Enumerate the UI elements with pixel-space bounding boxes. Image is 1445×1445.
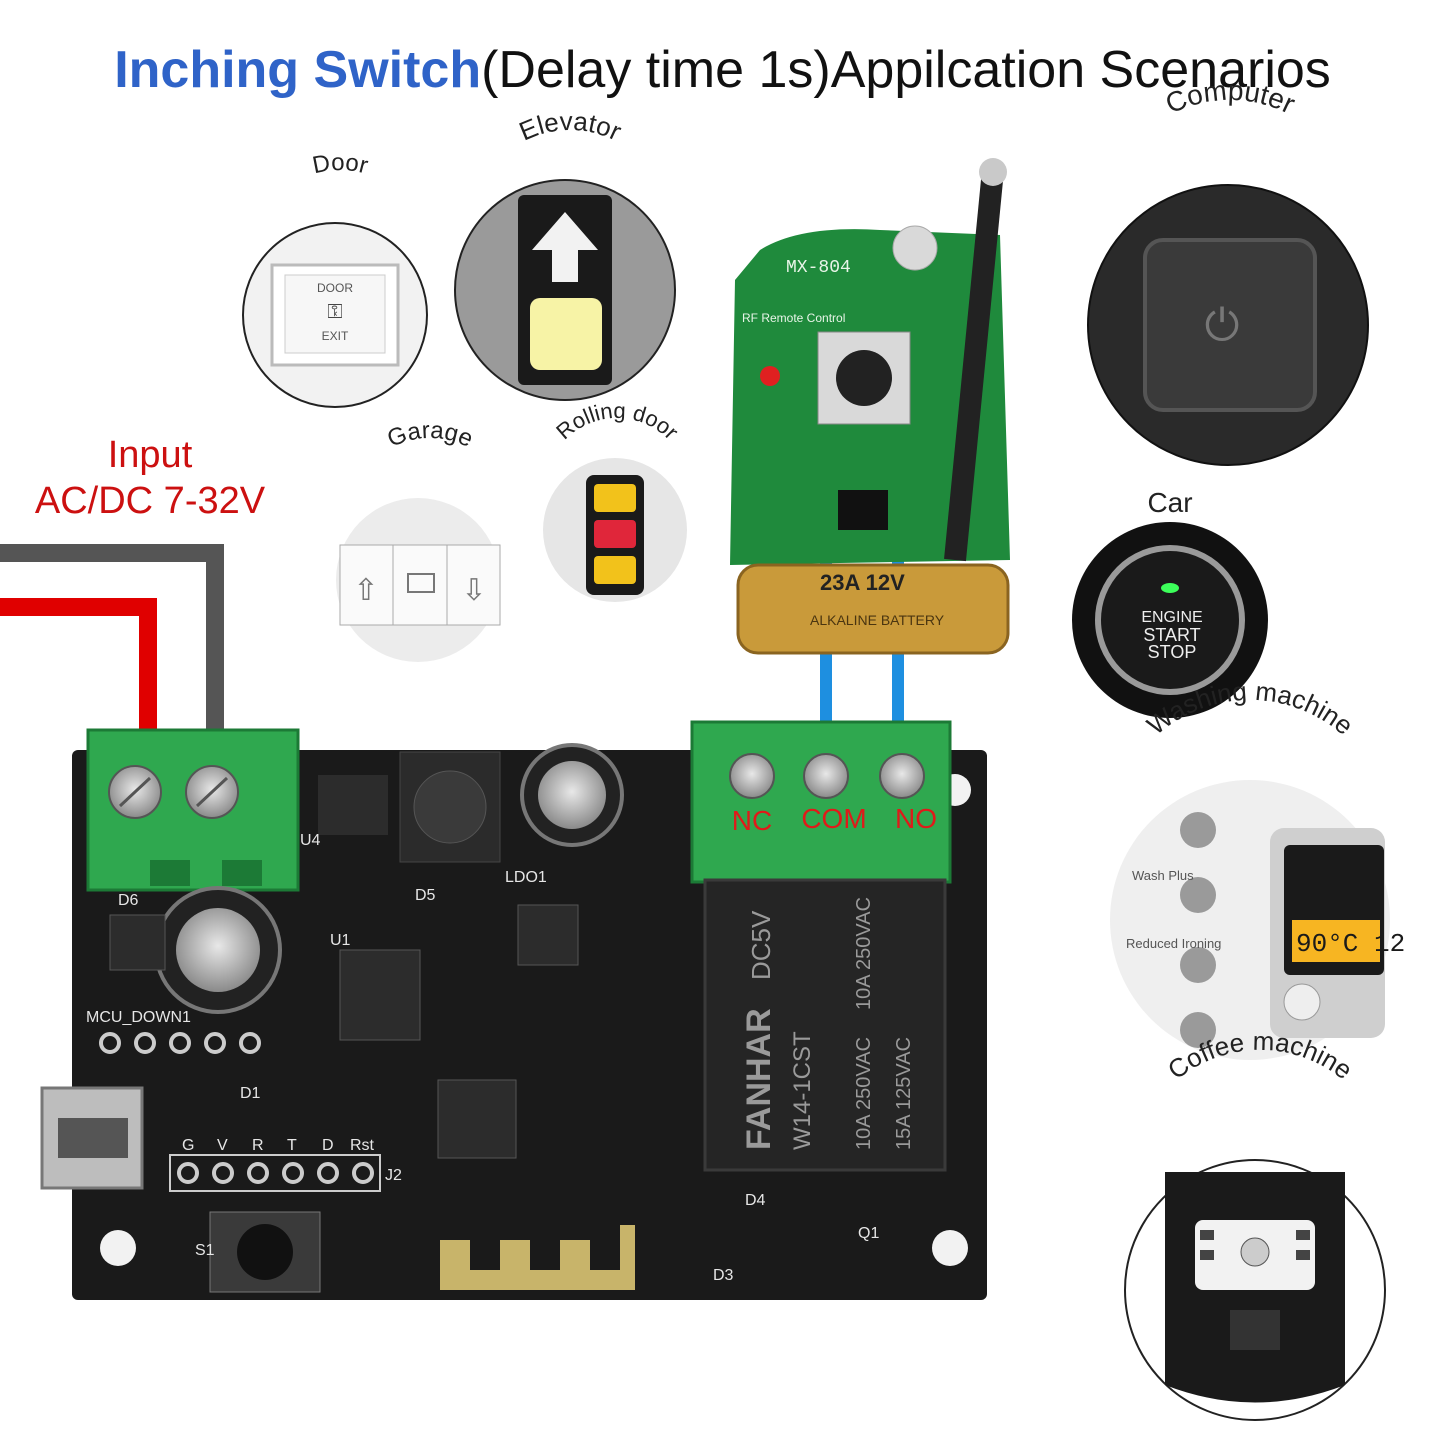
label-u4: U4 xyxy=(300,832,321,849)
pin-d: D xyxy=(322,1137,334,1154)
relay-terminal-block: NC COM NO xyxy=(690,720,952,884)
terminal-nc: NC xyxy=(732,805,772,836)
input-label: Input AC/DC 7-32V xyxy=(20,432,280,524)
label-d3: D3 xyxy=(713,1267,734,1284)
scenario-elevator: Elevator xyxy=(454,106,676,401)
label-rolling-door: Rolling door xyxy=(551,398,683,444)
relay-spec-2: 10A 250VAC xyxy=(853,897,875,1010)
j2-header xyxy=(169,1154,381,1192)
relay-component: FANHAR W14-1CST DC5V 10A 250VAC 10A 250V… xyxy=(703,878,947,1172)
red-wire xyxy=(0,598,157,740)
battery-type: ALKALINE BATTERY xyxy=(810,612,945,628)
svg-text:Computer: Computer xyxy=(1161,75,1300,120)
car-button-line2: START xyxy=(1143,625,1200,645)
label-u1: U1 xyxy=(330,932,351,949)
svg-text:Door: Door xyxy=(310,149,370,180)
ic-u1 xyxy=(339,949,421,1041)
mcu-header xyxy=(99,1032,261,1054)
door-plate-top: DOOR xyxy=(317,281,353,295)
relay-spec-1: 10A 250VAC xyxy=(853,1037,875,1150)
title-rest: (Delay time 1s)Appilcation Scenarios xyxy=(481,41,1331,99)
pin-rst: Rst xyxy=(350,1137,375,1154)
label-garage: Garage xyxy=(384,417,477,453)
car-button-line1: ENGINE xyxy=(1141,609,1202,626)
remote-antenna xyxy=(944,168,1004,562)
label-mcu-down: MCU_DOWN1 xyxy=(86,1009,191,1026)
scenario-car: Car ENGINE START STOP xyxy=(1072,487,1268,718)
wifi-chip xyxy=(437,1079,517,1159)
input-label-line2: AC/DC 7-32V xyxy=(34,480,266,522)
relay-rating: DC5V xyxy=(746,910,776,980)
key-icon: ⚿ xyxy=(327,301,342,323)
input-terminal-block xyxy=(86,728,300,892)
svg-text:Elevator: Elevator xyxy=(515,106,627,147)
ldo-chip xyxy=(517,904,579,966)
arrow-down-outline-icon: ⇩ xyxy=(461,574,486,607)
ic-u4 xyxy=(318,775,388,835)
arrow-up-icon xyxy=(532,212,598,282)
pin-r: R xyxy=(252,1137,264,1154)
label-s1: S1 xyxy=(195,1242,215,1259)
scenario-coffee-machine: Coffee machine xyxy=(1124,1026,1386,1421)
label-car: Car xyxy=(1147,487,1192,518)
gray-wire xyxy=(0,544,224,740)
label-ldo: LDO1 xyxy=(505,869,547,886)
label-d6: D6 xyxy=(118,892,139,909)
label-door: Door xyxy=(310,149,370,180)
scenario-washing-machine: 90°C 12 Wash Plus Reduced Ironing Washin… xyxy=(1110,676,1405,1060)
washing-display: 90°C 12 xyxy=(1296,929,1405,959)
relay-spec-3: 15A 125VAC xyxy=(893,1037,915,1150)
title-highlight: Inching Switch xyxy=(114,41,482,99)
page-title: Inching Switch(Delay time 1s)Appilcation… xyxy=(0,40,1445,100)
label-elevator: Elevator xyxy=(515,106,627,147)
svg-text:Rolling door: Rolling door xyxy=(551,398,683,444)
svg-text:Garage: Garage xyxy=(384,417,477,453)
battery-label: 23A 12V xyxy=(820,570,905,595)
scenario-rolling-door: Rolling door xyxy=(543,398,687,602)
car-button-line3: STOP xyxy=(1148,642,1197,662)
door-plate-bottom: EXIT xyxy=(322,329,349,343)
remote-battery: 23A 12V ALKALINE BATTERY xyxy=(736,563,1010,655)
washing-option-1: Wash Plus xyxy=(1132,868,1194,883)
remote-model: MX-804 xyxy=(786,258,851,278)
relay-brand: FANHAR xyxy=(740,1008,778,1150)
label-j2: J2 xyxy=(385,1167,402,1184)
terminal-com: COM xyxy=(801,803,866,834)
remote-sub: RF Remote Control xyxy=(742,311,845,325)
label-d5: D5 xyxy=(415,887,436,904)
pin-v: V xyxy=(217,1137,228,1154)
power-icon: ⏻ xyxy=(1205,301,1240,350)
s1-button xyxy=(209,1211,321,1293)
d6-chip xyxy=(109,914,166,971)
label-d4: D4 xyxy=(745,1192,766,1209)
rf-remote: MX-804 RF Remote Control 23A 12V ALKALIN… xyxy=(730,158,1010,655)
label-computer: Computer xyxy=(1161,75,1300,120)
pin-t: T xyxy=(287,1137,297,1154)
relay-model: W14-1CST xyxy=(789,1031,816,1150)
label-d1: D1 xyxy=(240,1085,261,1102)
pcb-antenna xyxy=(440,1225,635,1290)
scenario-garage: ⇧ ⇩ Garage xyxy=(336,417,501,662)
input-label-line1: Input xyxy=(107,434,193,476)
label-q1: Q1 xyxy=(858,1225,879,1242)
arrow-up-outline-icon: ⇧ xyxy=(353,574,378,607)
relay-board: NC COM NO FANHAR W14-1CST DC5V 10A 250VA… xyxy=(40,720,987,1300)
scenario-door: DOOR ⚿ EXIT Door xyxy=(242,149,428,408)
terminal-no: NO xyxy=(895,803,937,834)
scenario-computer: ⏻ Computer xyxy=(1087,75,1369,466)
stop-square-icon xyxy=(407,573,435,593)
pin-g: G xyxy=(182,1137,194,1154)
washing-option-2: Reduced Ironing xyxy=(1126,936,1221,951)
